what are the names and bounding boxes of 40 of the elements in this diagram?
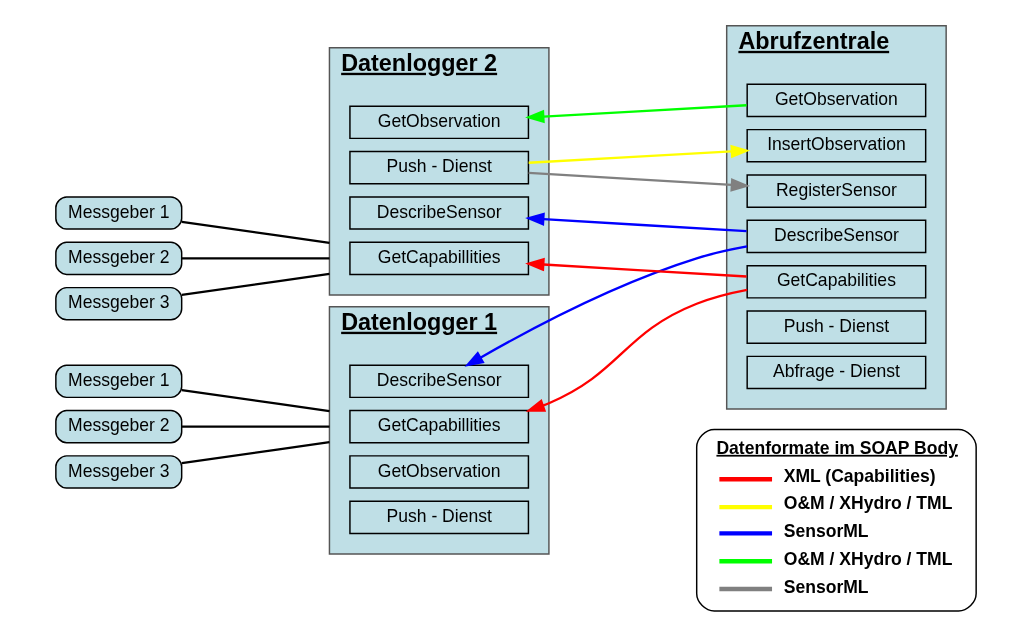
- legend-label: SensorML: [783, 576, 869, 597]
- node-box: Messgeber 1: [55, 364, 183, 399]
- node-box: Messgeber 2: [55, 241, 183, 276]
- node-box: GetCapabillities: [349, 241, 530, 276]
- node-box: DescribeSensor: [349, 364, 530, 399]
- arrow: [464, 245, 748, 367]
- arrow: [525, 288, 748, 412]
- connector: [181, 257, 330, 260]
- node-box: Messgeber 3: [55, 286, 183, 321]
- label: Datenformate im SOAP Body: [716, 437, 958, 458]
- arrow: [525, 257, 747, 278]
- node-box: Push - Dienst: [746, 310, 927, 344]
- node-box: GetObservation: [349, 105, 530, 140]
- arrow: [528, 171, 751, 192]
- legend-label: SensorML: [783, 521, 869, 542]
- node-box: GetCapabilities: [746, 264, 927, 299]
- node-box: RegisterSensor: [746, 174, 927, 208]
- node-box: Abfrage - Dienst: [746, 355, 927, 390]
- connector: [181, 388, 330, 413]
- connector: [181, 220, 330, 245]
- node-box: Push - Dienst: [349, 500, 530, 535]
- node-box: Messgeber 2: [55, 409, 183, 444]
- legend-label: O&M / XHydro / TML: [783, 493, 953, 514]
- node-box: Push - Dienst: [349, 150, 530, 185]
- node-box: InsertObservation: [746, 128, 927, 163]
- connector: [181, 272, 330, 297]
- node-box: GetCapabillities: [349, 409, 530, 444]
- connector: [181, 425, 330, 428]
- arrow: [525, 212, 747, 233]
- legend-label: XML (Capabilities): [783, 465, 936, 486]
- legend-label: O&M / XHydro / TML: [783, 549, 953, 570]
- node-box: Messgeber 3: [55, 455, 183, 489]
- node-box: DescribeSensor: [746, 219, 927, 254]
- node-box: GetObservation: [746, 83, 927, 118]
- node-box: Messgeber 1: [55, 196, 183, 230]
- connector: [181, 440, 330, 465]
- node-box: GetObservation: [349, 455, 530, 489]
- node-box: DescribeSensor: [349, 196, 530, 230]
- arrow: [525, 104, 747, 124]
- arrow: [528, 144, 751, 164]
